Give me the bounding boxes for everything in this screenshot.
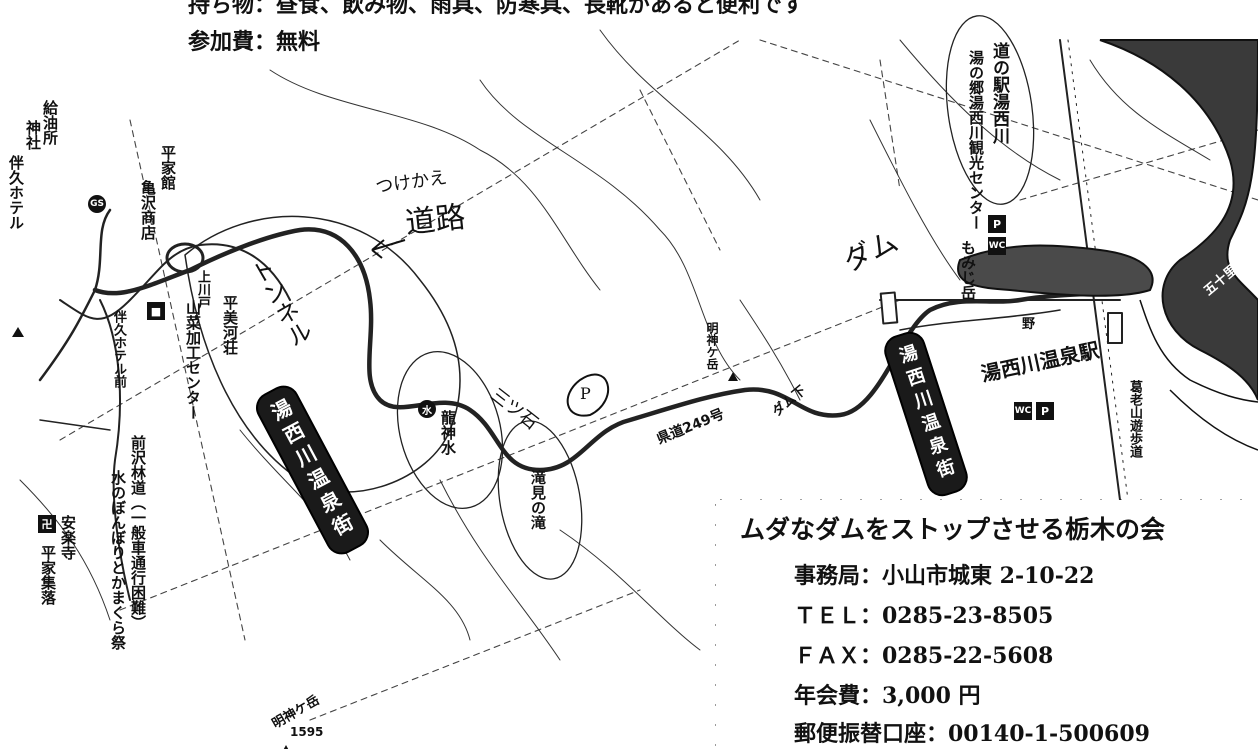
ridge-line — [1089, 59, 1211, 161]
boundary-line — [309, 589, 641, 721]
ridge-line — [599, 29, 761, 201]
boundary-line — [879, 59, 901, 191]
dam-marker — [879, 291, 899, 325]
side-road — [99, 299, 131, 601]
building-icon: ■ — [147, 302, 165, 320]
label-nomura: 野 — [1022, 317, 1036, 332]
ryujinsui-outline — [396, 350, 504, 510]
label-sansai-center: 山菜加工センター — [184, 300, 202, 420]
lake-water — [1099, 39, 1258, 401]
label-momiji: もみじ岳 — [959, 240, 977, 300]
ridge-line — [479, 79, 741, 381]
ridge-line — [869, 119, 961, 281]
toilet-icon: WC — [1014, 402, 1032, 420]
participation-fee: 参加費：無料 — [188, 30, 321, 55]
boundary-line — [639, 89, 721, 251]
old-road — [59, 243, 291, 320]
handwritten-doro: 道路 — [403, 199, 468, 242]
lake-water — [957, 244, 1154, 297]
label-shrine: 神社 — [24, 120, 42, 150]
annual-fee: 年会費：3,000 円 — [794, 683, 981, 709]
takimi-outline — [497, 420, 583, 580]
ridge-line — [899, 39, 1061, 181]
postal-account: 郵便振替口座：00140-1-500609 — [794, 721, 1150, 747]
label-kamikawado: 上川戸 — [195, 270, 210, 309]
label-myojin-elevation: 1595 — [290, 725, 324, 739]
heike-outline — [165, 242, 205, 274]
organization-name: ムダなダムをストップさせる栃木の会 — [740, 515, 1166, 544]
organization-info-box: ムダなダムをストップさせる栃木の会 事務局：小山市城東 2-10-22 ＴＥＬ：… — [716, 500, 1258, 749]
handwritten-p-circle — [566, 373, 609, 417]
river-bank — [1169, 389, 1258, 451]
michi-no-eki-outline — [945, 15, 1035, 205]
dam-marker — [1107, 312, 1123, 344]
temple-icon: 卍 — [38, 515, 56, 533]
items-to-bring-line: 持ち物：昼食、飲み物、雨具、防寒具、長靴があると便利です — [188, 0, 805, 18]
label-hannya-hotel: 伴久ホテル — [7, 155, 25, 230]
ridge-line — [19, 479, 111, 621]
label-ebiyama: 葛老山遊歩道 — [1127, 380, 1142, 458]
peak-triangle — [283, 745, 289, 749]
label-kanko-center: 湯の郷湯西川観光センター — [967, 50, 985, 230]
office-address: 事務局：小山市城東 2-10-22 — [794, 563, 1095, 589]
label-heike-village: 平家集落 — [39, 545, 57, 605]
river-bank — [1139, 299, 1258, 403]
label-anrakuji: 安楽寺 — [59, 515, 77, 560]
boundary-line — [1019, 129, 1258, 201]
side-road — [39, 419, 111, 431]
water-icon: 水 — [418, 400, 436, 418]
gas-station-icon: GS — [88, 195, 106, 213]
ridge-line — [739, 299, 801, 401]
handwritten-arrow — [371, 239, 406, 259]
telephone: ＴＥＬ：0285-23-8505 — [794, 603, 1054, 629]
label-gas-station: 給油所 — [41, 100, 59, 145]
fax: ＦＡＸ：0285-22-5608 — [794, 643, 1054, 669]
label-takimi-falls: 滝見の滝 — [529, 470, 547, 530]
toilet-icon: WC — [988, 237, 1006, 255]
ridge-line — [379, 539, 471, 641]
ridge-line — [269, 69, 601, 291]
boundary-line — [59, 39, 741, 441]
side-road — [899, 309, 1061, 331]
main-road — [92, 227, 1143, 473]
side-road — [38, 208, 112, 382]
boundary-line — [129, 119, 246, 641]
handwritten-p-note: P — [580, 384, 591, 403]
label-heishi-ryokan: 平美河荘 — [221, 295, 239, 355]
new-road-loop — [184, 215, 461, 493]
peak-triangle — [728, 372, 738, 381]
label-maezawa-road: 前沢林道（一般車通行困難） — [129, 435, 147, 630]
peak-triangle — [12, 327, 24, 337]
label-hotel-mae: 伴久ホテル前 — [111, 310, 126, 388]
parking-icon: P — [1036, 402, 1054, 420]
label-mizu-festival: 水のぼんぼりとかまくら祭 — [109, 470, 127, 650]
label-kame-shop: 亀沢商店 — [139, 180, 157, 240]
label-heike-hotel: 平家館 — [159, 145, 177, 190]
ridge-line — [559, 529, 701, 651]
label-michi-no-eki: 道の駅湯西川 — [989, 42, 1009, 144]
label-ryujinsui: 龍神水 — [439, 410, 457, 455]
parking-icon: P — [988, 215, 1006, 233]
label-myojin-small: 明神ケ岳 — [705, 322, 719, 370]
